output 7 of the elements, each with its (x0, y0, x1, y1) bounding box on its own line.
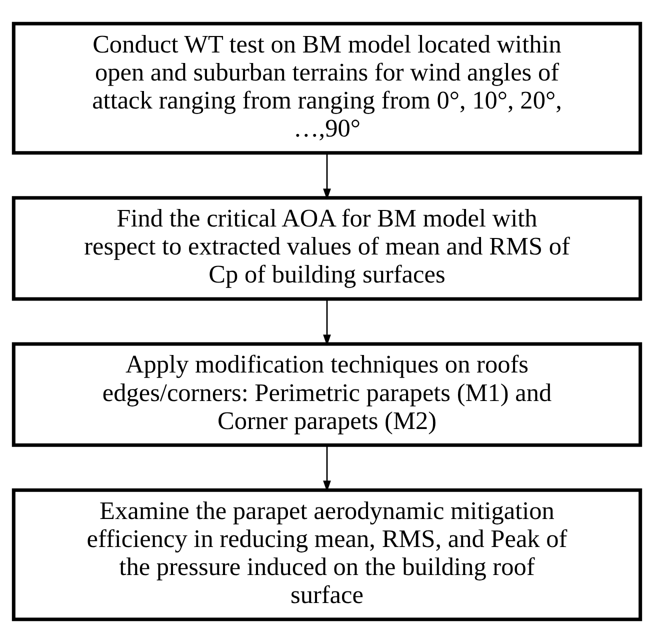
arrow (323, 153, 331, 200)
node-box: Examine the parapet aerodynamic mitigation efficiency in reducing mean, RMS, and Peak of the pressure induced on the building roof surface (12, 488, 642, 622)
node-box: Conduct WT test on BM model located within open and suburban terrains for wind angles of attack ranging from ranging from 0°, 10°, 20°, …,90° (12, 22, 642, 155)
node-box: Find the critical AOA for BM model with respect to extracted values of mean and RMS of Cp of building surfaces (12, 196, 642, 301)
node-box: Apply modification techniques on roofs edges/corners: Perimetric parapets (M1) and Corner parapets (M2) (12, 342, 642, 447)
arrow (323, 445, 331, 492)
arrow (323, 299, 331, 346)
